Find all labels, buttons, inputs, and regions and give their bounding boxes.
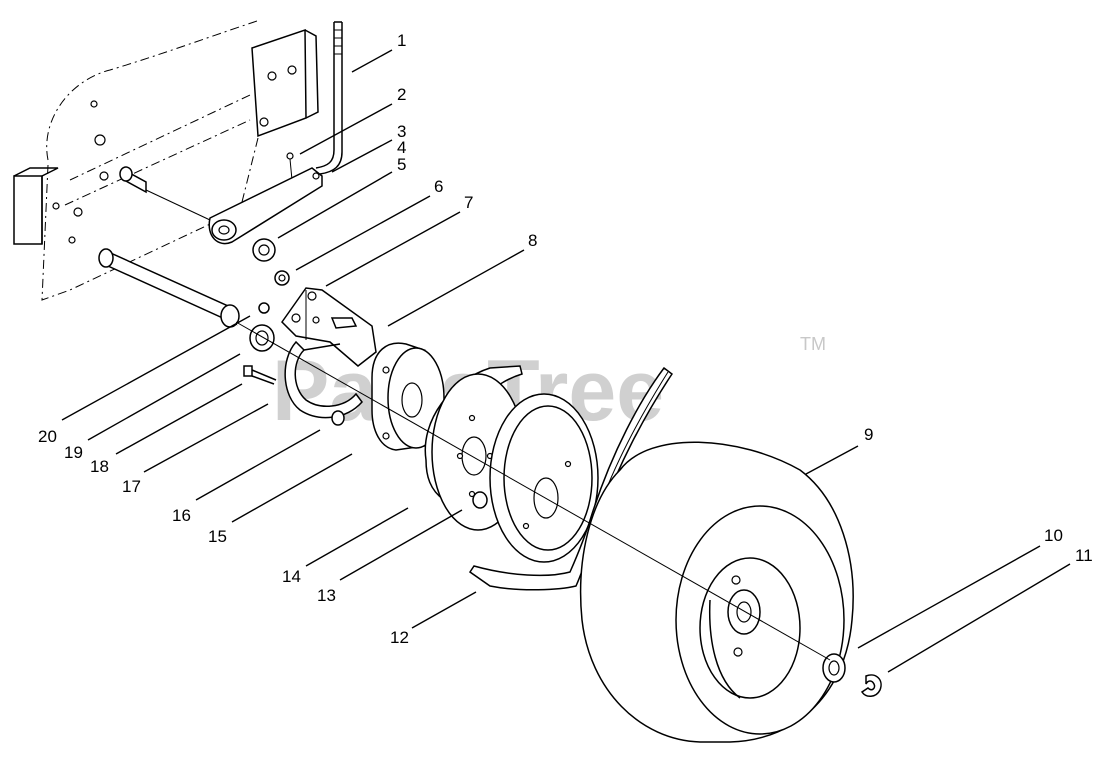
part-20-washer — [249, 324, 275, 352]
part-5-bearing — [252, 238, 276, 262]
callout-19: 19 — [64, 443, 83, 462]
watermark-trademark: TM — [800, 334, 826, 354]
part-2-pin — [286, 152, 294, 181]
callout-12: 12 — [390, 628, 409, 647]
callout-18: 18 — [90, 457, 109, 476]
callout-15: 15 — [208, 527, 227, 546]
callout-5: 5 — [397, 155, 406, 174]
callout-13: 13 — [317, 586, 336, 605]
callout-17: 17 — [122, 477, 141, 496]
part-19-washer — [258, 302, 270, 314]
callout-16: 16 — [172, 506, 191, 525]
callout-4: 4 — [397, 138, 406, 157]
callout-20: 20 — [38, 427, 57, 446]
axle-centerline — [235, 321, 831, 661]
callout-3: 3 — [397, 122, 406, 141]
axle-shaft — [98, 248, 240, 328]
callout-9: 9 — [864, 425, 873, 444]
callout-1: 1 — [397, 31, 406, 50]
part-16-brake-band — [284, 340, 363, 419]
part-11-clip — [860, 674, 882, 697]
stud-upper — [119, 166, 211, 221]
callout-8: 8 — [528, 231, 537, 250]
callout-7: 7 — [464, 193, 473, 212]
part-10-washer — [822, 653, 846, 683]
part-9-tire — [579, 441, 854, 743]
part-13-spacer — [472, 491, 488, 509]
callout-6: 6 — [434, 177, 443, 196]
part-4-lever — [208, 167, 323, 245]
part-6-nut — [274, 270, 290, 286]
callouts: 1 2 3 4 5 6 7 8 9 10 11 12 13 14 15 16 1… — [38, 31, 1093, 673]
part-12-pulley — [489, 393, 599, 563]
part-1-rod — [315, 21, 343, 175]
part-18-bolt — [243, 365, 277, 385]
part-15-nut — [331, 410, 345, 426]
part-7-bracket — [281, 287, 377, 367]
callout-14: 14 — [282, 567, 301, 586]
callout-10: 10 — [1044, 526, 1063, 545]
callout-2: 2 — [397, 85, 406, 104]
callout-11: 11 — [1075, 546, 1093, 565]
frame-part — [13, 19, 319, 301]
